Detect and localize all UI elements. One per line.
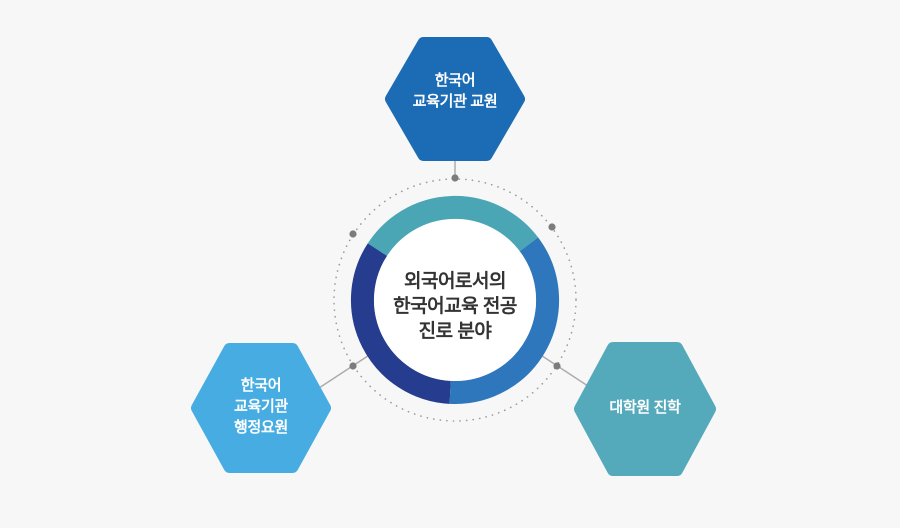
ring-segment-teal bbox=[367, 195, 539, 257]
anchor-dot-top bbox=[451, 174, 459, 182]
dotted-orbit-circle bbox=[333, 178, 577, 422]
anchor-dot-upper-left bbox=[349, 230, 357, 238]
hexagon-bottom-right bbox=[574, 342, 716, 476]
hexagon-top bbox=[385, 37, 525, 161]
anchor-dot-lower-left bbox=[349, 362, 357, 370]
anchor-dot-lower-right bbox=[553, 362, 561, 370]
anchor-dot-upper-right bbox=[548, 223, 556, 231]
ring-inner-disc bbox=[374, 219, 536, 381]
ring-segment-blue bbox=[449, 237, 560, 404]
ring-segment-navy bbox=[350, 243, 452, 404]
hexagon-bottom-left bbox=[191, 343, 331, 473]
